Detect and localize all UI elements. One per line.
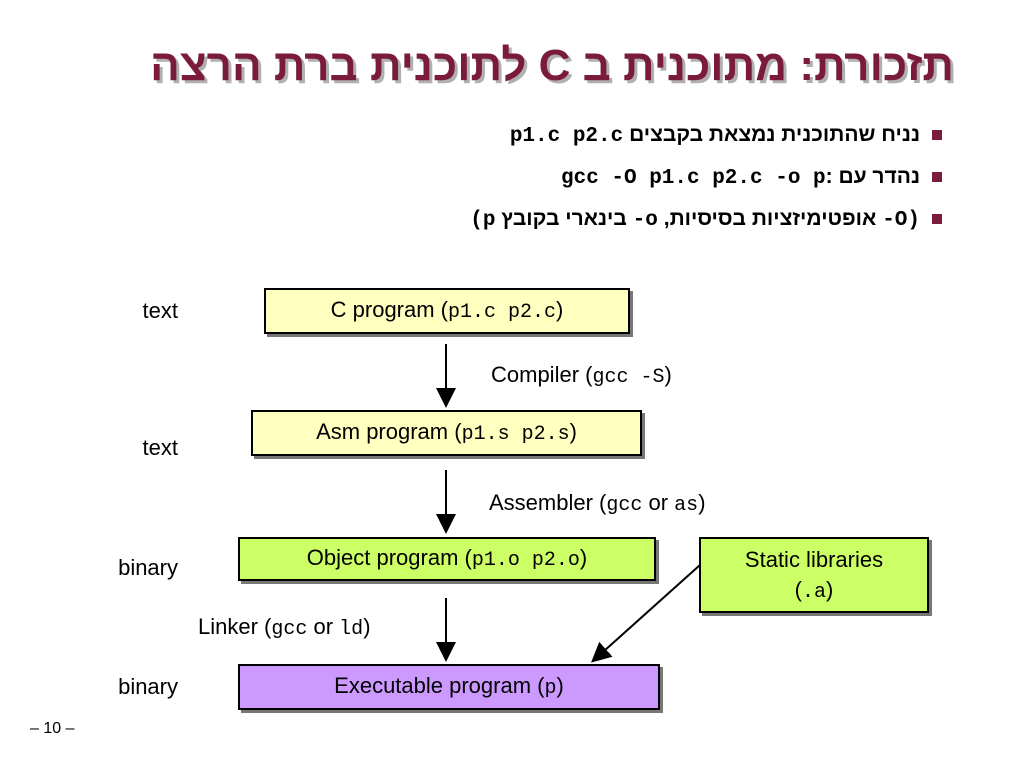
bullet-item-flags: -O) אופטימיזציות בסיסיות, -o בינארי בקוב… bbox=[120, 202, 942, 244]
edge-text: or bbox=[642, 490, 675, 515]
bullet-code: p1.c p2.c bbox=[509, 125, 624, 148]
node-label: C program ( bbox=[330, 297, 448, 322]
edge-code: gcc -S bbox=[592, 366, 665, 389]
slide-title: תזכורת: מתוכנית ב C לתוכנית ברת הרצה bbox=[150, 41, 954, 90]
node-label: Object program ( bbox=[306, 545, 472, 570]
edge-code: gcc bbox=[271, 618, 308, 641]
bullet-code: gcc -O p1.c p2.c -o p bbox=[560, 167, 826, 190]
node-close: ) bbox=[826, 577, 834, 602]
bullet-code: (p bbox=[470, 209, 496, 232]
node-close: ) bbox=[556, 673, 564, 698]
edge-close: ) bbox=[698, 490, 706, 515]
kind-label-binary: binary bbox=[118, 674, 178, 699]
bullet-text: בינארי בקובץ bbox=[501, 207, 627, 230]
arrow-library bbox=[591, 564, 701, 663]
bullet-text: נניח שהתוכנית נמצאת בקבצים bbox=[629, 123, 920, 146]
executable-program-box: Executable program (p) bbox=[238, 664, 660, 710]
compiler-label: Compiler (gcc -S) bbox=[491, 362, 672, 389]
bullet-code: -o bbox=[632, 209, 658, 232]
node-label: Static libraries bbox=[744, 547, 884, 572]
bullet-list: נניח שהתוכנית נמצאת בקבצים p1.c p2.c נהד… bbox=[120, 118, 942, 244]
node-close: ) bbox=[579, 545, 588, 570]
static-libraries-box: Static libraries (.a) bbox=[699, 537, 929, 613]
node-label: Asm program ( bbox=[316, 419, 462, 444]
kind-label-text: text bbox=[142, 435, 178, 460]
bullet-square-icon bbox=[932, 214, 942, 224]
bullet-text: נהדר עם bbox=[838, 165, 920, 188]
edge-code: as bbox=[674, 494, 699, 517]
bullet-square-icon bbox=[932, 130, 942, 140]
node-code: p bbox=[544, 677, 557, 700]
edge-text: Linker ( bbox=[198, 614, 272, 639]
bullet-item-compile: נהדר עם gcc -O p1.c p2.c -o p: bbox=[120, 160, 942, 202]
bullet-text: אופטימיזציות בסיסיות, bbox=[663, 207, 877, 230]
node-label: Executable program ( bbox=[334, 673, 545, 698]
node-open: ( bbox=[794, 577, 802, 602]
edge-code: ld bbox=[339, 618, 364, 641]
bullet-colon: : bbox=[825, 165, 833, 188]
node-close: ) bbox=[556, 297, 564, 322]
node-code: p1.c p2.c bbox=[448, 301, 557, 324]
edge-text: Assembler ( bbox=[489, 490, 607, 515]
bullet-square-icon bbox=[932, 172, 942, 182]
kind-label-binary: binary bbox=[118, 555, 178, 580]
page-number: – 10 – bbox=[30, 720, 75, 737]
edge-close: ) bbox=[363, 614, 371, 639]
node-code: p1.o p2.o bbox=[471, 549, 580, 572]
bullet-code: -O) bbox=[882, 209, 920, 232]
assembler-label: Assembler (gcc or as) bbox=[489, 490, 706, 517]
object-program-box: Object program (p1.o p2.o) bbox=[238, 537, 656, 581]
linker-label: Linker (gcc or ld) bbox=[198, 614, 371, 641]
node-code: p1.s p2.s bbox=[461, 423, 570, 446]
bullet-item-files: נניח שהתוכנית נמצאת בקבצים p1.c p2.c bbox=[120, 118, 942, 160]
edge-close: ) bbox=[664, 362, 672, 387]
node-code: .a bbox=[801, 581, 826, 604]
edge-text: Compiler ( bbox=[491, 362, 593, 387]
node-close: ) bbox=[569, 419, 577, 444]
edge-code: gcc bbox=[606, 494, 643, 517]
kind-label-text: text bbox=[142, 298, 178, 323]
asm-program-box: Asm program (p1.s p2.s) bbox=[251, 410, 642, 456]
c-program-box: C program (p1.c p2.c) bbox=[264, 288, 630, 334]
edge-text: or bbox=[307, 614, 340, 639]
